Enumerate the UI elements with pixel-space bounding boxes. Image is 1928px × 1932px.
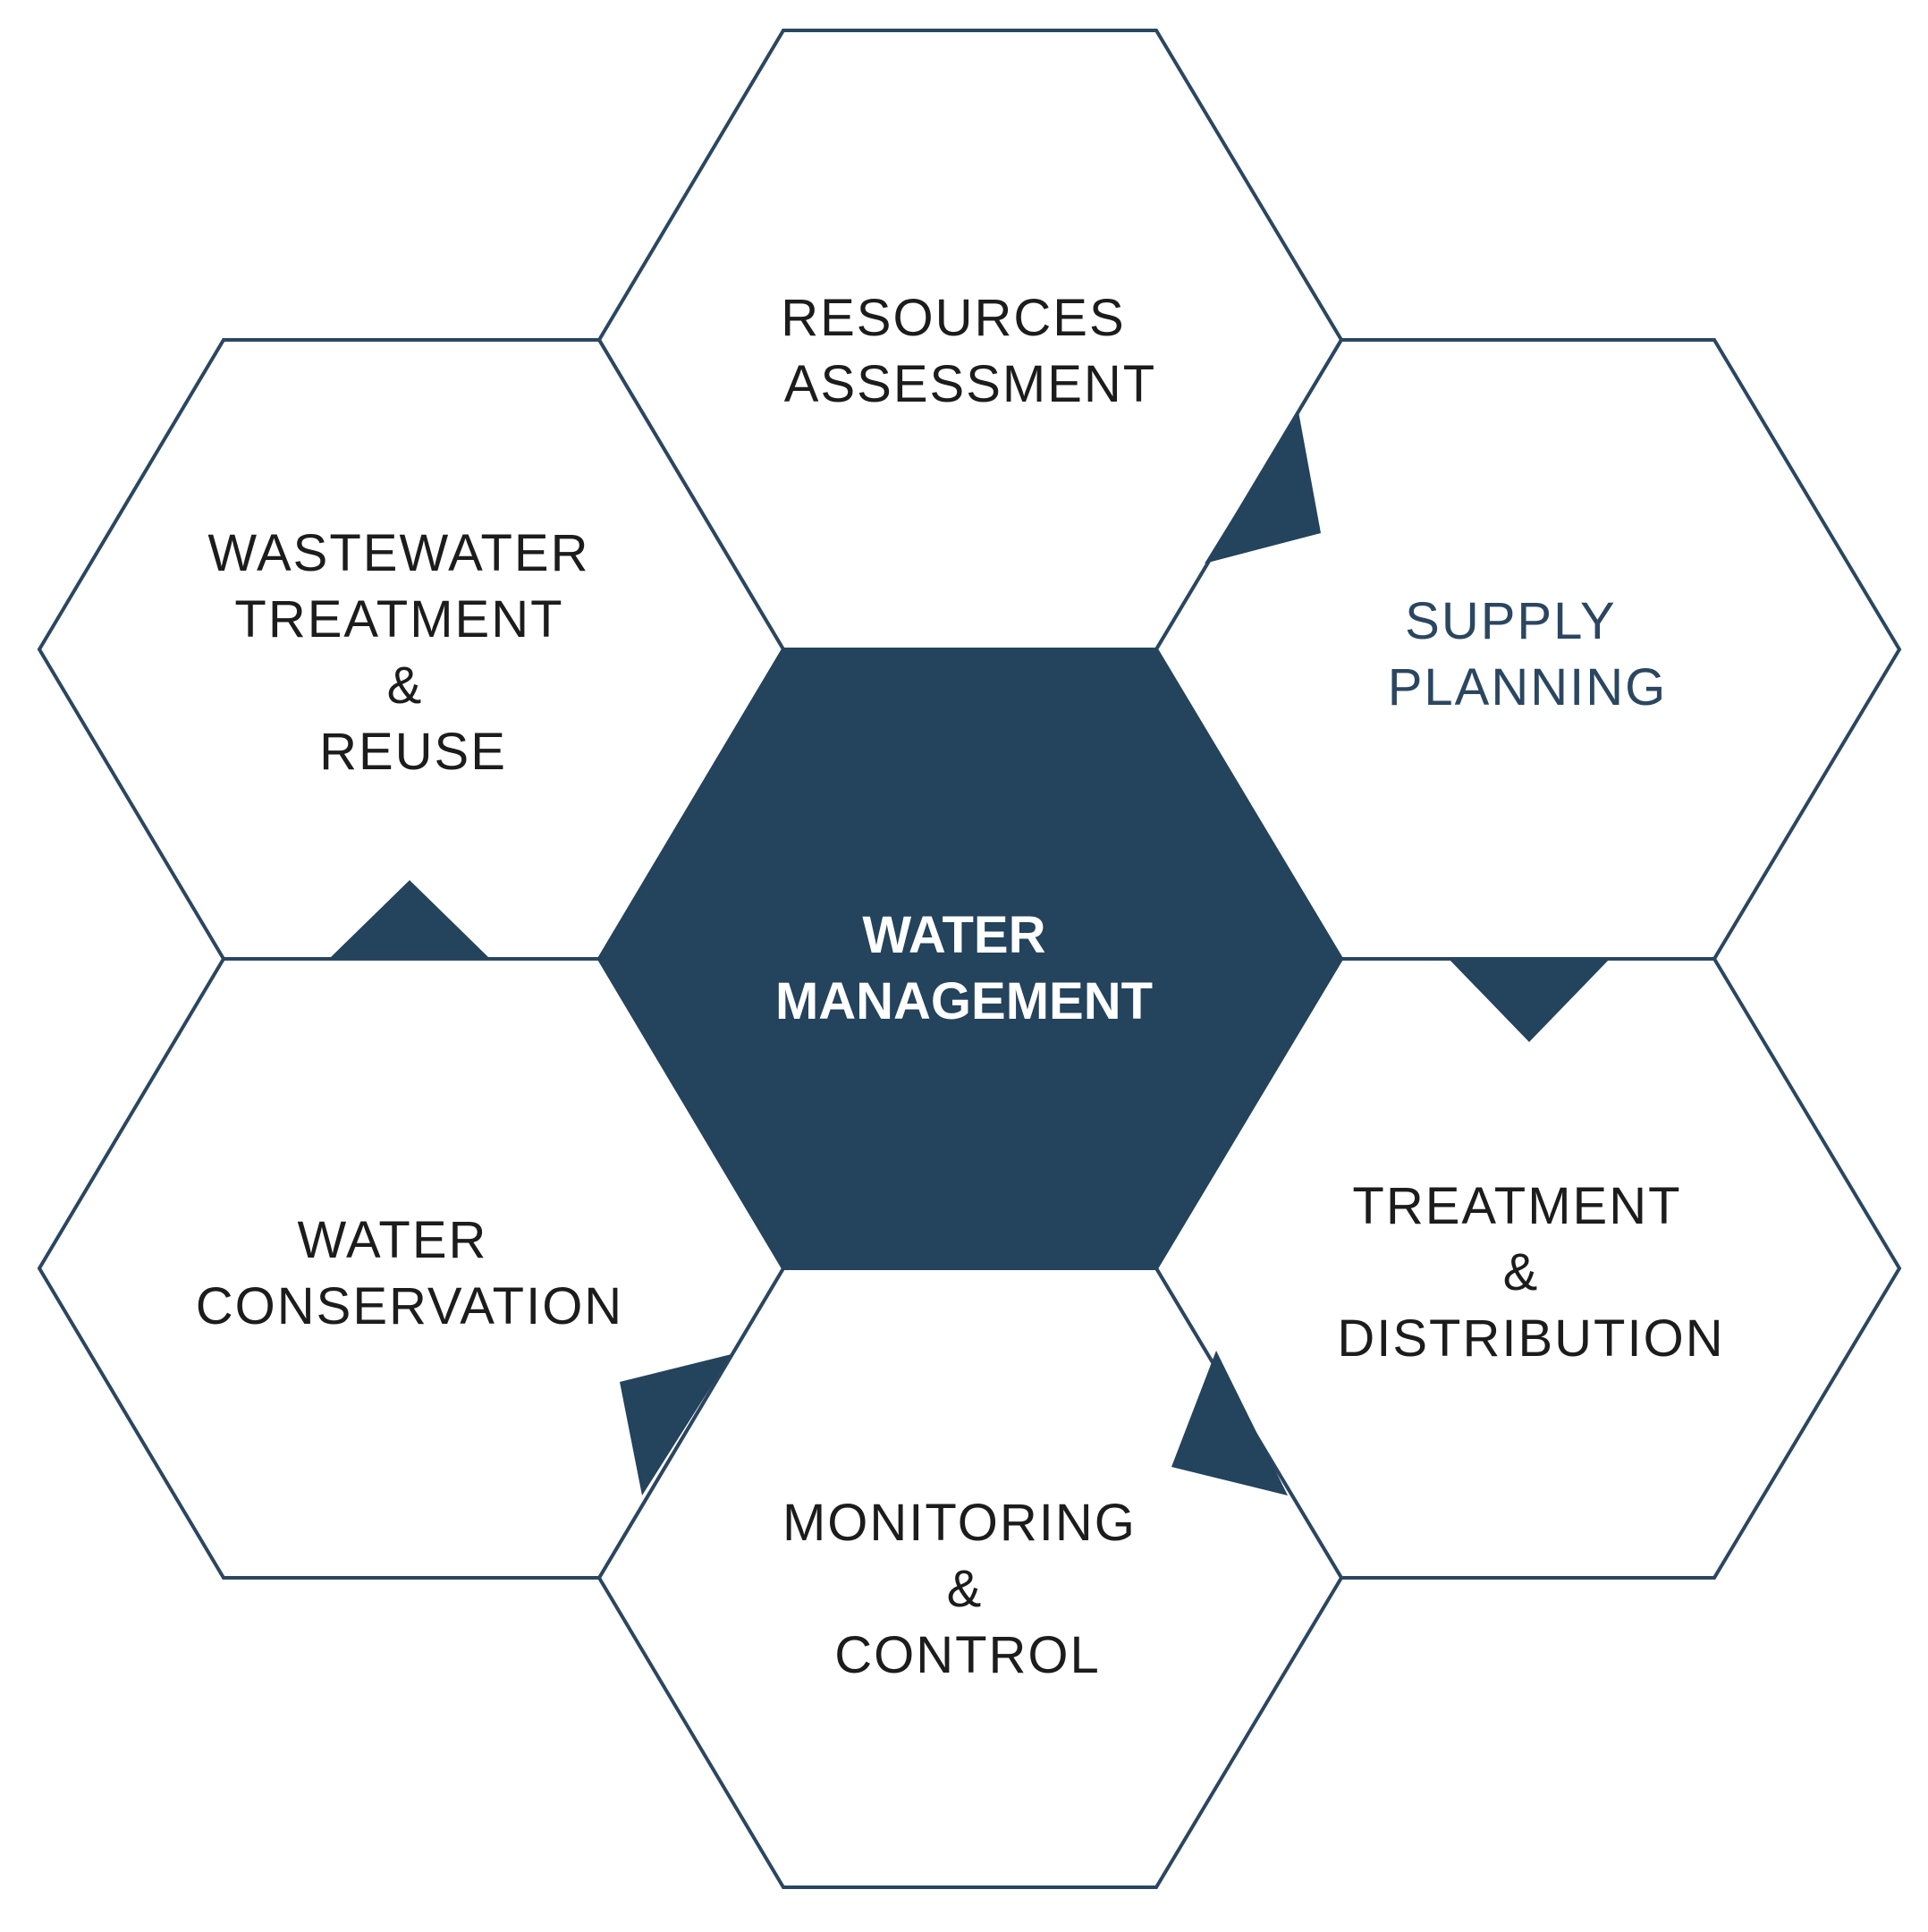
arrow-notch-treatment-to-monitoring <box>1171 1351 1288 1496</box>
label-monitoring-control: MONITORING & CONTROL <box>782 1494 1153 1684</box>
arrow-notch-resources-to-supply <box>1205 411 1321 564</box>
label-resources-assessment: RESOURCES ASSESSMENT <box>781 289 1156 413</box>
arrow-notch-conservation-to-wastewater <box>329 880 490 959</box>
label-water-conservation: WATER CONSERVATION <box>196 1211 623 1335</box>
label-water-management: WATER MANAGEMENT <box>775 906 1153 1030</box>
label-supply-planning: SUPPLY PLANNING <box>1388 592 1668 716</box>
arrow-notch-monitoring-to-conservation <box>620 1354 731 1496</box>
arrow-notch-supply-to-treatment <box>1449 959 1610 1042</box>
hex-water-management <box>596 648 1344 1270</box>
label-wastewater-treatment-reuse: WASTEWATER TREATMENT & REUSE <box>207 524 605 781</box>
label-treatment-distribution: TREATMENT & DISTRIBUTION <box>1337 1177 1724 1368</box>
